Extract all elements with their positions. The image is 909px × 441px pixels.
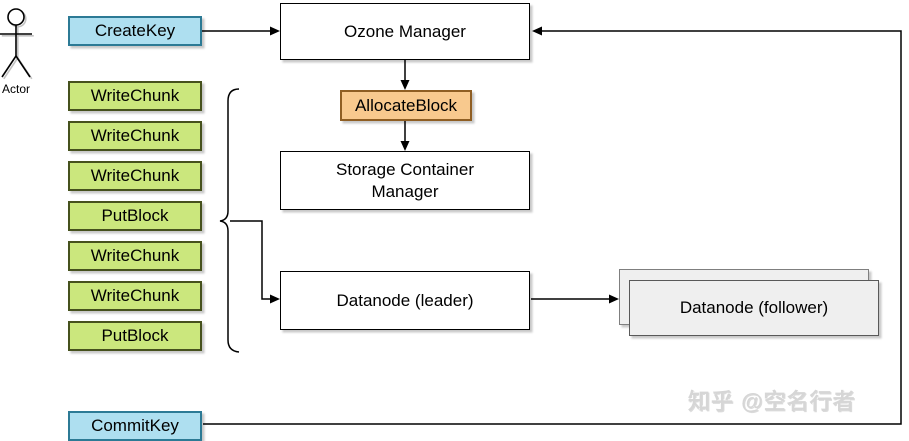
arrow-createkey-to-om [202,26,280,36]
putblock-box: PutBlock [68,321,202,351]
writechunk-box: WriteChunk [68,241,202,271]
allocateblock-node: AllocateBlock [340,90,472,121]
arrow-allocateblock-to-scm [400,121,410,151]
arrow-brace-to-datanode-leader [230,220,280,304]
datanode-leader-node: Datanode (leader) [280,271,530,330]
storage-container-manager-node: Storage Container Manager [280,151,530,210]
writechunk-box: WriteChunk [68,281,202,311]
commitkey-box: CommitKey [68,411,202,441]
storage-container-manager-label: Storage Container Manager [336,160,474,201]
datanode-follower-node: Datanode (follower) [629,280,879,336]
watermark: 知乎 @空名行者 [688,389,856,414]
arrow-leader-to-follower [531,294,619,304]
actor-label: Actor [2,82,30,96]
arrow-om-to-allocateblock [400,60,410,90]
writechunk-box: WriteChunk [68,161,202,191]
createkey-box: CreateKey [68,16,202,46]
arrow-commitkey-to-om [203,26,902,425]
writechunk-box: WriteChunk [68,81,202,111]
actor-figure [0,8,32,78]
writechunk-box: WriteChunk [68,121,202,151]
sequence-brace [219,88,240,353]
ozone-manager-node: Ozone Manager [280,3,530,60]
putblock-box: PutBlock [68,201,202,231]
